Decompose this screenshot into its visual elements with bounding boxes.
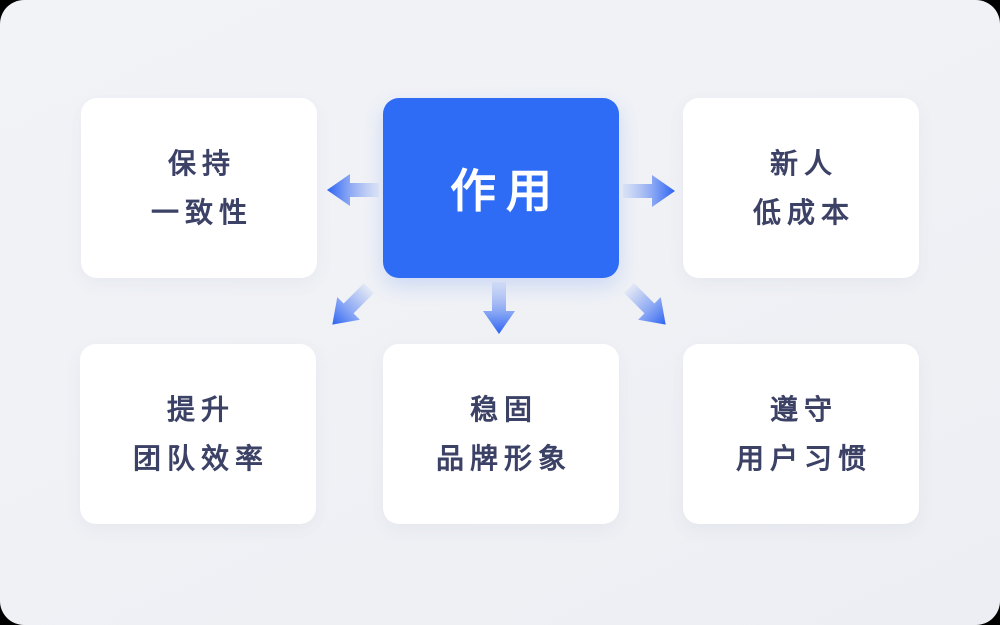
card-newcomer-low-cost: 新人 低成本 [683,98,919,278]
center-node-zuoyong: 作用 [383,98,619,278]
card-label-line: 用户习惯 [735,443,872,474]
arrow-left-icon [325,170,379,210]
arrow-right-icon [623,171,677,211]
card-maintain-consistency: 保持 一致性 [81,98,317,278]
card-label-line: 稳固 [469,394,538,425]
card-follow-user-habits: 遵守 用户习惯 [683,344,919,524]
card-label-line: 一致性 [150,197,253,228]
card-label-line: 品牌形象 [435,443,572,474]
card-label-line: 保持 [167,148,236,179]
arrow-down-left-icon [317,274,383,340]
card-label-line: 团队效率 [132,443,269,474]
card-label-line: 新人 [769,148,838,179]
card-improve-team-efficiency: 提升 团队效率 [80,344,316,524]
center-node-label: 作用 [450,165,562,217]
card-label-line: 遵守 [769,394,838,425]
arrow-down-right-icon [615,274,681,340]
card-label-line: 提升 [166,394,235,425]
card-label-line: 低成本 [752,197,855,228]
arrow-down-icon [479,282,519,336]
card-stable-brand-image: 稳固 品牌形象 [383,344,619,524]
